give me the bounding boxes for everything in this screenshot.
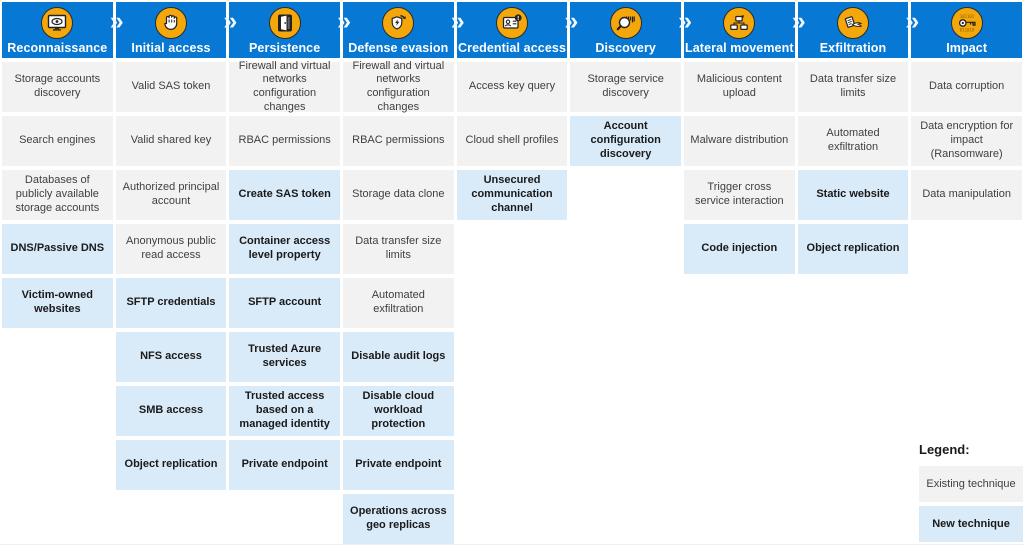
technique-cell: Authorized principal account [115,170,227,220]
chevron-right-icon: » [791,7,806,35]
technique-cell: Disable audit logs [342,332,454,382]
technique-cell: Account configuration discovery [570,116,681,166]
technique-cell: Access key query [456,62,568,112]
technique-cell: Cloud shell profiles [456,116,568,166]
technique-cell: Automated exfiltration [342,278,454,328]
column-title: Defense evasion [348,41,449,55]
technique-cell: Operations across geo replicas [342,494,454,544]
column-lateral-movement: Lateral movement » Malicious content uploa… [683,2,806,544]
technique-cell: Automated exfiltration [797,116,909,166]
shield-refresh-icon [382,7,415,39]
key-binary-icon: 101101 011010 [950,7,983,39]
technique-cell: Databases of publicly available storage … [2,170,113,220]
legend: Legend: Existing technique New technique [919,442,1023,546]
door-icon [268,7,301,39]
technique-cell: Trusted access based on a managed identi… [229,386,340,436]
fist-icon [154,7,187,39]
column-title: Credential access [457,41,566,55]
technique-cell: Create SAS token [229,170,340,220]
technique-cell: Firewall and virtual networks configurat… [342,60,454,113]
technique-cell: Trusted Azure services [229,332,340,382]
technique-cell: Object replication [797,224,909,274]
technique-cell: Object replication [115,440,227,490]
column-header: Defense evasion» [342,2,465,58]
technique-cell: Data manipulation [911,170,1022,220]
technique-cell: RBAC permissions [229,116,340,166]
technique-cell: SFTP account [229,278,340,328]
chevron-right-icon: » [905,7,920,35]
bottom-divider [0,544,1024,545]
technique-cell: Data transfer size limits [342,224,454,274]
technique-cell: Storage accounts discovery [2,62,113,112]
chevron-right-icon: » [223,7,238,35]
technique-cell: Valid SAS token [115,62,227,112]
column-header: Persistence » [229,2,351,58]
chevron-right-icon: » [109,7,124,35]
technique-cell: Malicious content upload [683,62,795,112]
column-title: Discovery [595,41,656,55]
column-title: Impact [946,41,988,55]
technique-cell: SMB access [115,386,227,436]
technique-cell: Search engines [2,116,113,166]
technique-cell: Static website [797,170,909,220]
technique-cell: Disable cloud workload protection [342,386,454,436]
technique-cell: Firewall and virtual networks configurat… [229,60,340,113]
magnifier-barcode-icon [609,7,642,39]
technique-cell: Data transfer size limits [797,62,909,112]
column-header: Reconnaissance» [2,2,124,58]
technique-cell: Data encryption for impact (Ransomware) [911,116,1022,166]
legend-existing-technique: Existing technique [919,466,1023,502]
technique-cell: RBAC permissions [342,116,454,166]
column-title: Lateral movement [685,41,794,55]
technique-cell: Trigger cross service interaction [683,170,795,220]
column-header: Credential access » [456,2,578,58]
column-header: Initial access » [115,2,237,58]
svg-text:011010: 011010 [959,28,974,33]
svg-text:101101: 101101 [959,14,974,19]
column-title: Exfiltration [819,41,887,55]
column-title: Persistence [249,41,321,55]
technique-cell: Data corruption [911,62,1022,112]
hand-document-icon [836,7,869,39]
technique-cell: Anonymous public read access [115,224,227,274]
chevron-right-icon: » [678,7,692,35]
legend-new-technique: New technique [919,506,1023,542]
column-header: Lateral movement » [683,2,806,58]
column-defense-evasion: Defense evasion»Firewall and virtual net… [342,2,465,544]
chevron-right-icon: » [450,7,465,35]
technique-cell: Unsecured communication channel [456,170,568,220]
technique-cell: SFTP credentials [115,278,227,328]
column-reconnaissance: Reconnaissance»Storage accounts discover… [2,2,124,544]
technique-cell: Private endpoint [342,440,454,490]
column-header: Exfiltration » [797,2,919,58]
technique-cell: NFS access [115,332,227,382]
column-header: Discovery » [570,2,692,58]
technique-cell: DNS/Passive DNS [2,224,113,274]
id-card-alert-icon [495,7,528,39]
column-title: Initial access [131,41,211,55]
chevron-right-icon: » [564,7,579,35]
column-persistence: Persistence » Firewall and virtual network… [229,2,351,544]
technique-cell: Private endpoint [229,440,340,490]
chevron-right-icon: » [337,7,351,35]
column-title: Reconnaissance [7,41,108,55]
technique-cell: Storage service discovery [570,62,681,112]
technique-cell: Code injection [683,224,795,274]
legend-title: Legend: [919,442,970,457]
technique-cell: Victim-owned websites [2,278,113,328]
technique-cell: Valid shared key [115,116,227,166]
technique-cell: Storage data clone [342,170,454,220]
network-nodes-icon [723,7,756,39]
technique-cell: Malware distribution [683,116,795,166]
technique-cell: Container access level property [229,224,340,274]
monitor-eye-icon [41,7,74,39]
